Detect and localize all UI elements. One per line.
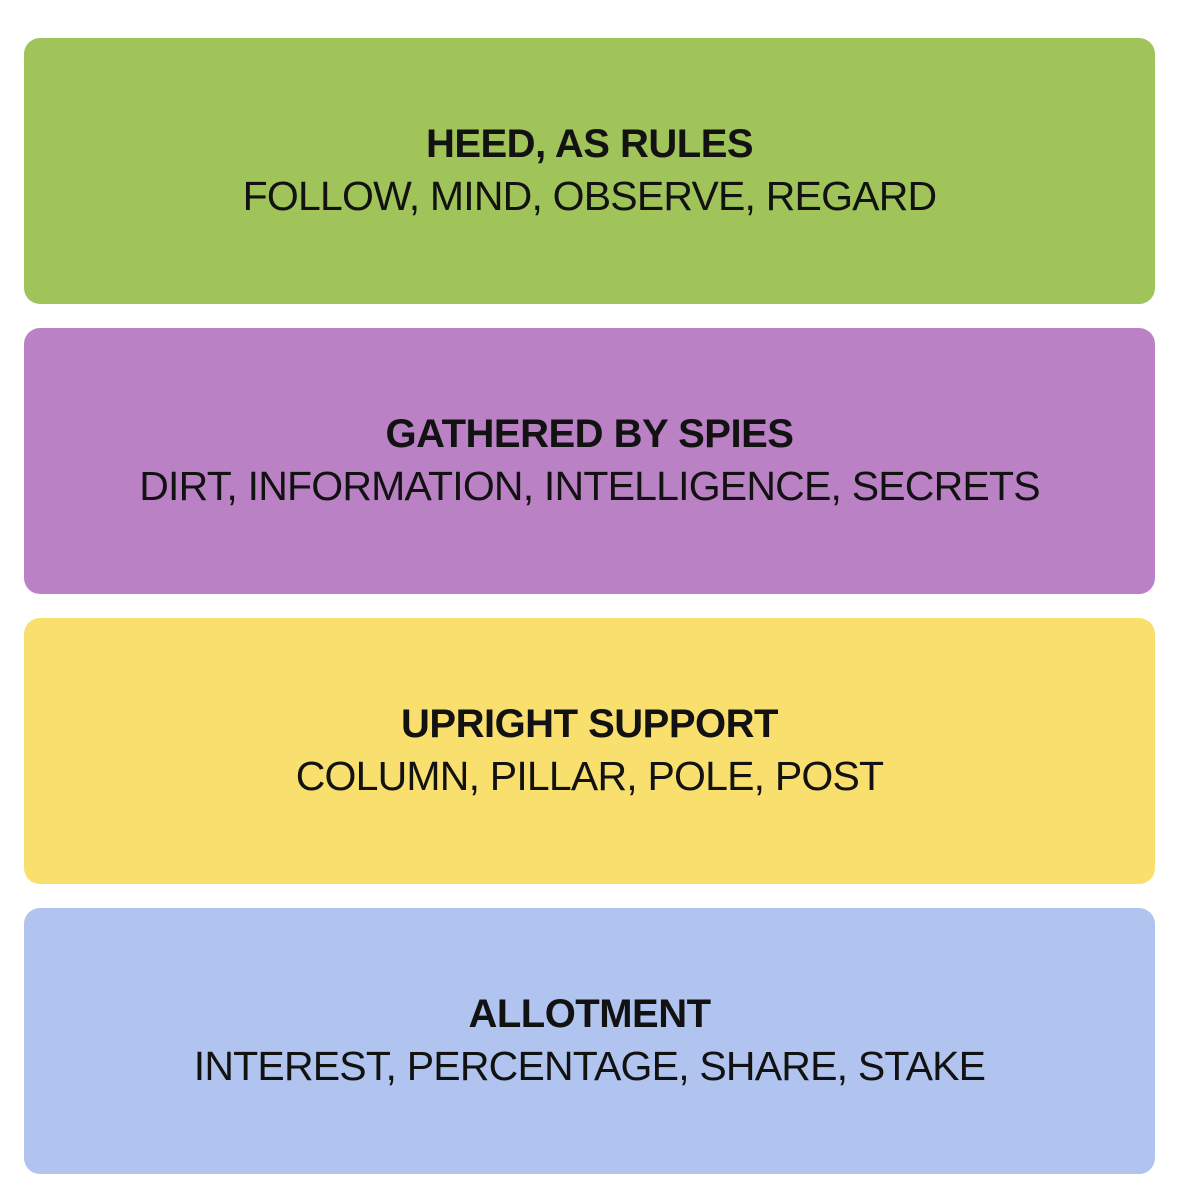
category-words: COLUMN, PILLAR, POLE, POST [295,753,884,800]
category-card-purple: GATHERED BY SPIES DIRT, INFORMATION, INT… [24,328,1155,594]
category-card-yellow: UPRIGHT SUPPORT COLUMN, PILLAR, POLE, PO… [24,618,1155,884]
category-words: INTEREST, PERCENTAGE, SHARE, STAKE [193,1043,986,1090]
category-card-blue: ALLOTMENT INTEREST, PERCENTAGE, SHARE, S… [24,908,1155,1174]
category-title: HEED, AS RULES [425,122,754,167]
category-title: ALLOTMENT [468,992,711,1037]
category-title: GATHERED BY SPIES [385,412,794,457]
category-title: UPRIGHT SUPPORT [401,702,778,747]
category-words: DIRT, INFORMATION, INTELLIGENCE, SECRETS [139,463,1040,510]
category-card-green: HEED, AS RULES FOLLOW, MIND, OBSERVE, RE… [24,38,1155,304]
category-words: FOLLOW, MIND, OBSERVE, REGARD [242,173,937,220]
